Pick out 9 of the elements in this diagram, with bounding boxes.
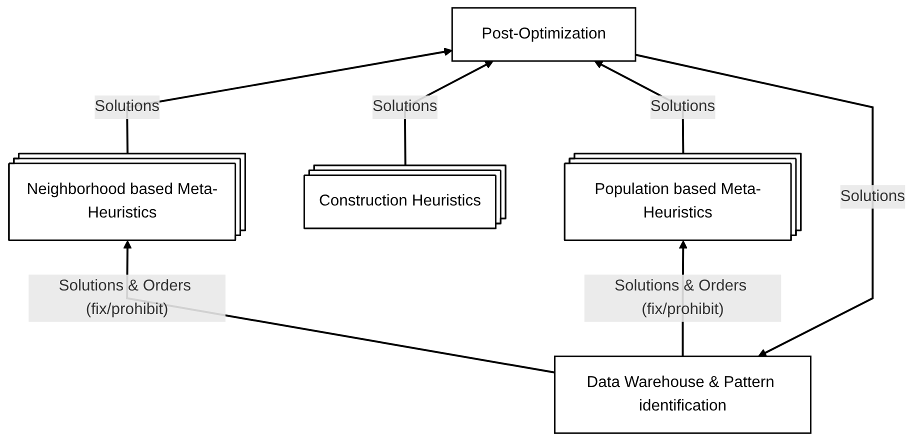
edge-label: Solutions [840,188,906,205]
edge-label: Solutions [650,98,716,116]
edge-label: Solutions & Orders (fix/prohibit) [614,278,747,318]
node-box: Post-Optimization [451,7,636,62]
edge-label: Solutions & Orders (fix/prohibit) [58,278,191,318]
edge-label: Solutions [94,98,160,116]
node-box: Data Warehouse & Pattern identification [554,356,812,434]
arrow [126,48,453,154]
edge-label: Solutions [372,98,438,116]
